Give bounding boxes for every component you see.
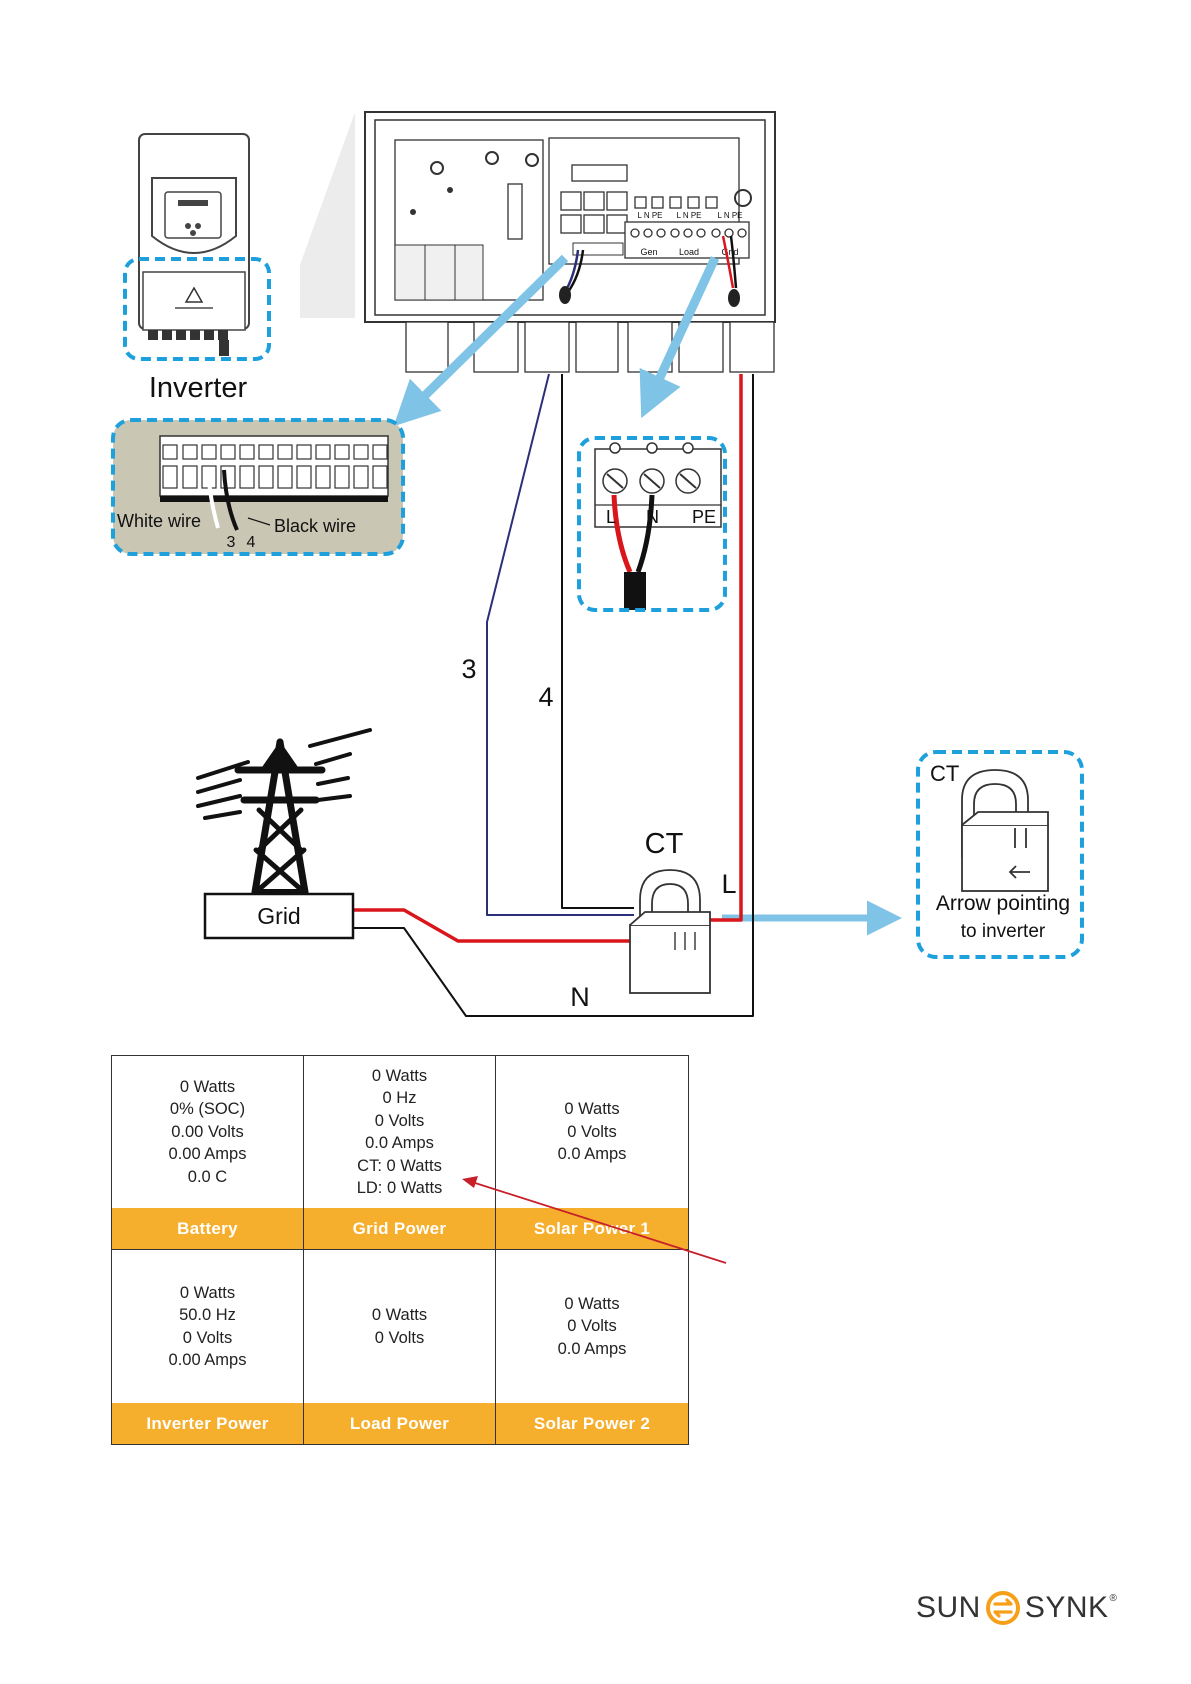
- pylon-icon: [196, 728, 372, 896]
- inverter-callout-frame: [123, 257, 271, 361]
- solar2-watts: 0 Watts: [564, 1294, 620, 1313]
- panel-grid-label: Grid: [721, 247, 738, 257]
- arrow-pointing-line2: to inverter: [961, 921, 1046, 942]
- solar1-volts: 0 Volts: [567, 1122, 617, 1141]
- grid-terminal-lnpe: L N PE: [717, 211, 742, 220]
- solar-power-2-header: Solar Power 2: [496, 1403, 688, 1444]
- wire-3-label: 3: [461, 654, 476, 684]
- wiring-panel: L N PE L N PE L N PE Gen Load Grid: [300, 111, 776, 373]
- battery-temp: 0.0 C: [187, 1167, 228, 1186]
- load-volts: 0 Volts: [374, 1328, 425, 1347]
- ct-clamp: [629, 869, 711, 994]
- inverter-label: Inverter: [149, 372, 248, 404]
- ct-inset: [916, 750, 1084, 959]
- status-row-bottom: 0 Watts 50.0 Hz 0 Volts 0.00 Amps Invert…: [112, 1250, 688, 1444]
- ct-main-label: CT: [645, 828, 684, 860]
- grid-power-header: Grid Power: [304, 1208, 495, 1249]
- inverter-power-cell: 0 Watts 50.0 Hz 0 Volts 0.00 Amps Invert…: [112, 1250, 304, 1444]
- grid-hz: 0 Hz: [382, 1089, 417, 1107]
- load-watts: 0 Watts: [371, 1306, 428, 1324]
- wiring-lines: [353, 373, 754, 1017]
- registered-mark-icon: ®: [1109, 1592, 1118, 1604]
- inverter-hz: 50.0 Hz: [179, 1306, 236, 1324]
- gen-terminal-lnpe: L N PE: [637, 211, 662, 220]
- solar2-volts: 0 Volts: [567, 1317, 617, 1336]
- solar2-amps: 0.0 Amps: [557, 1339, 627, 1358]
- solar1-amps: 0.0 Amps: [557, 1145, 627, 1164]
- brand-right: SYNK: [1024, 1591, 1109, 1624]
- status-table: 0 Watts 0% (SOC) 0.00 Volts 0.00 Amps 0.…: [111, 1055, 689, 1445]
- battery-cell: 0 Watts 0% (SOC) 0.00 Volts 0.00 Amps 0.…: [112, 1056, 304, 1250]
- solar-power-2-cell: 0 Watts 0 Volts 0.0 Amps Solar Power 2: [496, 1250, 688, 1444]
- panel-load-label: Load: [679, 247, 699, 257]
- grid-ct-watts: CT: 0 Watts: [357, 1156, 442, 1175]
- black-wire-label: Black wire: [274, 516, 356, 536]
- status-row-top: 0 Watts 0% (SOC) 0.00 Volts 0.00 Amps 0.…: [112, 1056, 688, 1250]
- grid-label: Grid: [257, 903, 300, 929]
- inverter-watts: 0 Watts: [179, 1283, 236, 1302]
- solar-power-1-header: Solar Power 1: [496, 1208, 688, 1249]
- solar-power-1-cell: 0 Watts 0 Volts 0.0 Amps Solar Power 1: [496, 1056, 688, 1250]
- load-power-values: 0 Watts 0 Volts: [304, 1250, 495, 1403]
- grid-power-cell: 0 Watts 0 Hz 0 Volts 0.0 Amps CT: 0 Watt…: [304, 1056, 496, 1250]
- callout-arrows: [393, 254, 902, 936]
- inverter-power-values: 0 Watts 50.0 Hz 0 Volts 0.00 Amps: [112, 1250, 303, 1403]
- pin-3-label: 3: [227, 534, 236, 551]
- grid-volts: 0 Volts: [374, 1111, 425, 1130]
- grid-power-values: 0 Watts 0 Hz 0 Volts 0.0 Amps CT: 0 Watt…: [304, 1056, 495, 1208]
- terminal-n-label: N: [646, 507, 659, 527]
- live-label: L: [721, 869, 736, 899]
- pin-4-label: 4: [247, 534, 256, 551]
- load-power-cell: 0 Watts 0 Volts Load Power: [304, 1250, 496, 1444]
- brand-swirl-icon: [985, 1591, 1020, 1625]
- battery-values: 0 Watts 0% (SOC) 0.00 Volts 0.00 Amps 0.…: [112, 1056, 303, 1208]
- solar-power-2-values: 0 Watts 0 Volts 0.0 Amps: [496, 1250, 688, 1403]
- brand-left: SUN: [916, 1591, 981, 1624]
- white-wire-label: White wire: [117, 511, 201, 531]
- solar-power-1-values: 0 Watts 0 Volts 0.0 Amps: [496, 1056, 688, 1208]
- grid-ld-watts: LD: 0 Watts: [356, 1179, 443, 1197]
- arrow-pointing-line1: Arrow pointing: [936, 892, 1070, 915]
- battery-amps: 0.00 Amps: [168, 1145, 247, 1164]
- panel-gen-label: Gen: [640, 247, 657, 257]
- grid-box: [203, 892, 355, 940]
- wire-4-label: 4: [538, 682, 553, 712]
- inverter-power-header: Inverter Power: [112, 1403, 303, 1444]
- battery-soc: 0% (SOC): [169, 1100, 246, 1119]
- battery-header: Battery: [112, 1208, 303, 1249]
- grid-amps: 0.0 Amps: [365, 1134, 434, 1152]
- neutral-label: N: [570, 982, 590, 1012]
- inverter-volts: 0 Volts: [182, 1328, 233, 1347]
- grid-watts: 0 Watts: [371, 1066, 428, 1085]
- load-power-header: Load Power: [304, 1403, 495, 1444]
- ct-inset-label: CT: [930, 761, 959, 786]
- inverter-thumbnail: [123, 133, 271, 361]
- inverter-amps: 0.00 Amps: [168, 1351, 247, 1369]
- solar1-watts: 0 Watts: [564, 1100, 620, 1119]
- battery-volts: 0.00 Volts: [171, 1122, 244, 1141]
- load-terminal-lnpe: L N PE: [676, 211, 701, 220]
- grid-terminal-inset: [577, 436, 727, 612]
- terminal-pe-label: PE: [692, 507, 716, 527]
- battery-watts: 0 Watts: [179, 1077, 236, 1096]
- sunsynk-logo: SUN SYNK®: [916, 1590, 1117, 1626]
- terminal-block-inset: [111, 418, 405, 556]
- terminal-l-label: L: [606, 507, 616, 527]
